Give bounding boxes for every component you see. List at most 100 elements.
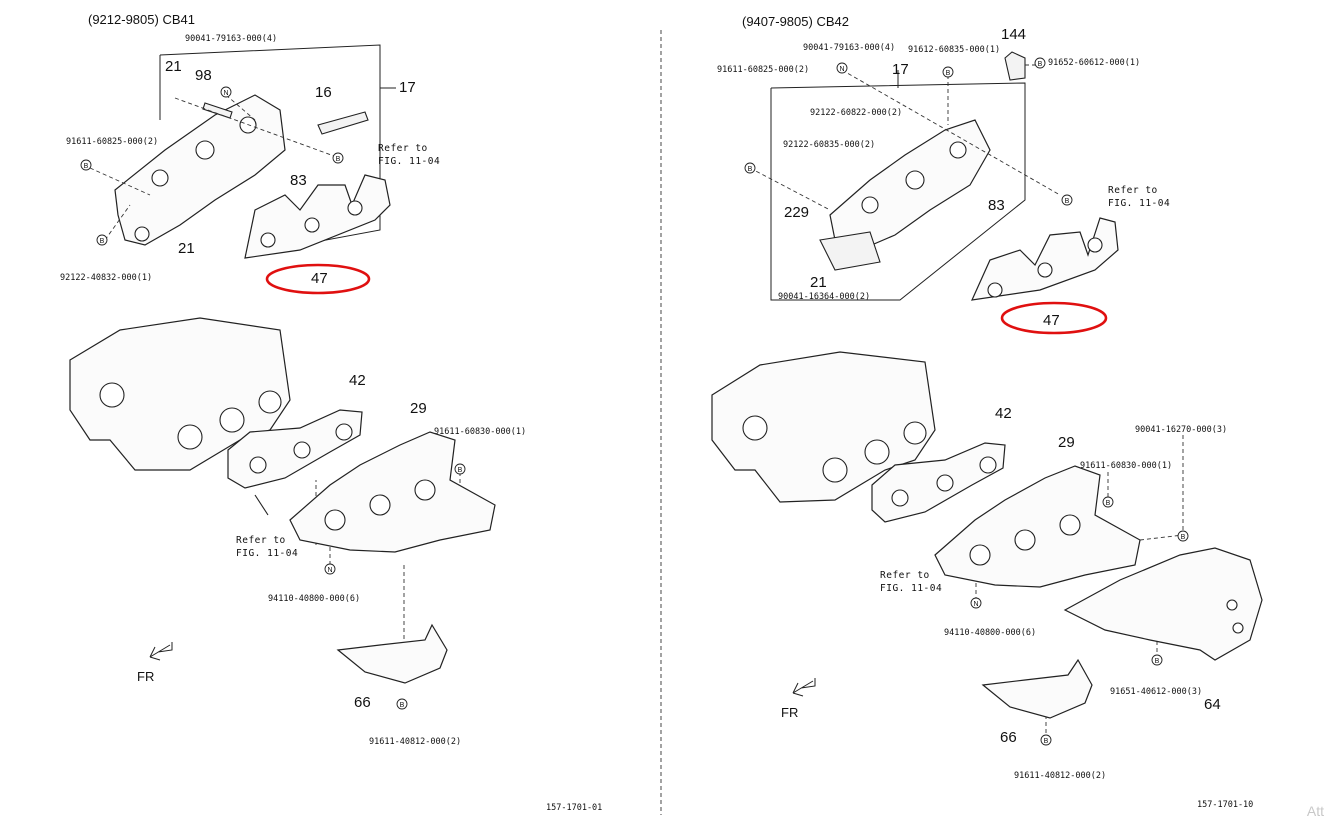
right-leader-1 bbox=[749, 167, 831, 211]
left-head-port-3 bbox=[219, 407, 245, 433]
svg-text:N: N bbox=[327, 567, 332, 574]
right-mark-b-91652: B bbox=[1034, 57, 1046, 69]
left-num-21a: 21 bbox=[165, 58, 182, 75]
left-num-21b: 21 bbox=[178, 240, 195, 257]
right-gasket42-hole-2 bbox=[936, 474, 954, 492]
left-num-47: 47 bbox=[311, 270, 328, 287]
right-gasket-47 bbox=[971, 217, 1119, 301]
right-gasket42-hole-1 bbox=[891, 489, 909, 507]
right-mark-b-91611a: B bbox=[744, 162, 756, 174]
left-mark-n-90041: N bbox=[220, 86, 232, 98]
right-num-17: 17 bbox=[892, 61, 909, 78]
svg-text:B: B bbox=[1044, 738, 1049, 745]
left-bracket-hole-2 bbox=[195, 140, 215, 160]
left-mark-b-92122: B bbox=[96, 234, 108, 246]
left-pn-90041: 90041-79163-000(4) bbox=[185, 34, 277, 44]
left-num-66: 66 bbox=[354, 694, 371, 711]
left-gasket-hole-1 bbox=[260, 232, 276, 248]
right-footer-code: 157-1701-10 bbox=[1197, 800, 1253, 810]
svg-text:B: B bbox=[1106, 500, 1111, 507]
left-pn-91611a: 91611-60825-000(2) bbox=[66, 137, 158, 147]
left-gasket42-hole-3 bbox=[335, 423, 353, 441]
left-refer-line1: Refer to bbox=[378, 143, 428, 154]
left-manifold-bracket bbox=[114, 94, 286, 246]
left-manifold-port-1 bbox=[324, 509, 346, 531]
left-heat-shield-66 bbox=[336, 623, 448, 684]
left-bracket-hole-1 bbox=[151, 169, 169, 187]
left-num-16: 16 bbox=[315, 84, 332, 101]
svg-text:B: B bbox=[1155, 658, 1160, 665]
svg-text:B: B bbox=[946, 70, 951, 77]
left-header: (9212-9805) CB41 bbox=[88, 12, 195, 27]
right-bracket-lower bbox=[819, 231, 881, 271]
left-highlight-47 bbox=[265, 263, 371, 295]
left-pn-94110: 94110-40800-000(6) bbox=[268, 594, 360, 604]
left-leader-2 bbox=[104, 204, 131, 241]
right-mark-b-90041c: B bbox=[1177, 530, 1189, 542]
right-fr-arrow-icon bbox=[792, 678, 816, 697]
left-manifold-port-2 bbox=[369, 494, 391, 516]
right-manifold-port-3 bbox=[1059, 514, 1081, 536]
svg-text:N: N bbox=[973, 601, 978, 608]
right-num-29: 29 bbox=[1058, 434, 1075, 451]
left-leader-3 bbox=[174, 97, 346, 161]
right-mark-b-91611c: B bbox=[1040, 734, 1052, 746]
right-insulator-hole-2 bbox=[1232, 622, 1244, 634]
svg-text:B: B bbox=[1065, 198, 1070, 205]
right-pn-90041a: 90041-79163-000(4) bbox=[803, 43, 895, 53]
right-num-47: 47 bbox=[1043, 312, 1060, 329]
svg-text:N: N bbox=[839, 66, 844, 73]
right-bracket-144 bbox=[1004, 51, 1026, 81]
left-mark-b-91611c: B bbox=[396, 698, 408, 710]
left-gasket-hole-2 bbox=[304, 217, 320, 233]
right-pn-90041b: 90041-16364-000(2) bbox=[778, 292, 870, 302]
right-mark-b-91611b: B bbox=[1102, 496, 1114, 508]
right-head-port-3 bbox=[864, 439, 890, 465]
right-mark-b-91651: B bbox=[1151, 654, 1163, 666]
right-manifold-port-1 bbox=[969, 544, 991, 566]
left-refer-line2: FIG. 11-04 bbox=[378, 156, 440, 167]
left-bracket-hole-4 bbox=[134, 226, 150, 242]
left-manifold-port-3 bbox=[414, 479, 436, 501]
left-num-42: 42 bbox=[349, 372, 366, 389]
right-pn-90041c: 90041-16270-000(3) bbox=[1135, 425, 1227, 435]
right-mark-n-94110: N bbox=[970, 597, 982, 609]
right-refer-line2: FIG. 11-04 bbox=[1108, 198, 1170, 209]
right-panel-cb42: (9407-9805) CB42 N B B B B B bbox=[711, 14, 1263, 810]
right-group-box bbox=[770, 82, 1026, 301]
right-insulator-hole-1 bbox=[1226, 599, 1238, 611]
left-refer2-line2: FIG. 11-04 bbox=[236, 548, 298, 559]
left-head-port-2 bbox=[177, 424, 203, 450]
right-pn-92122a: 92122-60822-000(2) bbox=[810, 108, 902, 118]
right-refer2-line1: Refer to bbox=[880, 570, 930, 581]
right-heat-shield-66 bbox=[981, 658, 1093, 719]
right-heat-insulator-64 bbox=[1063, 547, 1263, 661]
left-mark-n-94110: N bbox=[324, 563, 336, 575]
left-num-83: 83 bbox=[290, 172, 307, 189]
left-mark-b-91611a: B bbox=[80, 159, 92, 171]
right-num-229: 229 bbox=[784, 204, 809, 221]
svg-text:B: B bbox=[1038, 61, 1043, 68]
left-refer2-line1: Refer to bbox=[236, 535, 286, 546]
left-leader-4 bbox=[225, 94, 256, 121]
right-bracket-hole-1 bbox=[861, 196, 879, 214]
svg-text:B: B bbox=[100, 238, 105, 245]
right-pn-94110: 94110-40800-000(6) bbox=[944, 628, 1036, 638]
left-gasket-hole-3 bbox=[347, 200, 363, 216]
svg-text:B: B bbox=[748, 166, 753, 173]
attribution-watermark: Att bbox=[1306, 803, 1324, 819]
left-head-port-4 bbox=[258, 390, 282, 414]
right-num-83: 83 bbox=[988, 197, 1005, 214]
left-fr-label: FR bbox=[137, 669, 154, 684]
right-num-66: 66 bbox=[1000, 729, 1017, 746]
left-gasket42-hole-1 bbox=[249, 456, 267, 474]
left-fr-arrow-icon bbox=[149, 642, 173, 661]
right-gasket-hole-1 bbox=[987, 282, 1003, 298]
left-footer-code: 157-1701-01 bbox=[546, 803, 602, 813]
left-mark-b-refer: B bbox=[332, 152, 344, 164]
right-highlight-47 bbox=[1000, 301, 1108, 335]
right-mark-n-90041: N bbox=[836, 62, 848, 74]
right-gasket42-hole-3 bbox=[979, 456, 997, 474]
